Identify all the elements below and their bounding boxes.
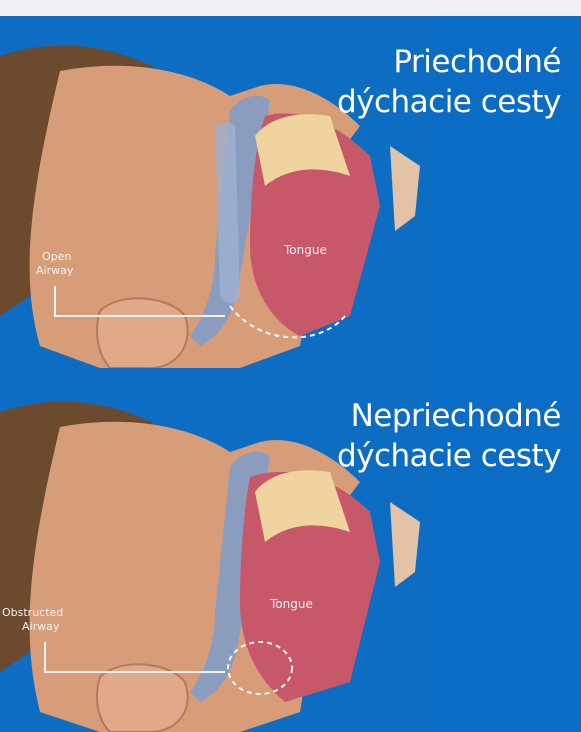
open-caption-line2: dýchacie cesty	[337, 82, 561, 122]
top-strip	[0, 0, 581, 16]
obstructed-airway-label-line1: Obstructed	[2, 606, 63, 619]
obstructed-caption-line1: Nepriechodné	[337, 396, 561, 436]
ear	[97, 298, 188, 368]
open-airway-label-line2: Airway	[36, 264, 74, 277]
obstructed-airway-caption: Nepriechodné dýchacie cesty	[337, 396, 561, 476]
obstructed-airway-label-line2: Airway	[22, 620, 60, 633]
open-caption-line1: Priechodné	[337, 42, 561, 82]
open-tongue-label: Tongue	[283, 243, 327, 257]
open-airway-caption: Priechodné dýchacie cesty	[337, 42, 561, 122]
ear	[97, 664, 188, 732]
obstructed-tongue-label: Tongue	[269, 597, 313, 611]
open-airway-label-line1: Open	[42, 250, 71, 263]
obstructed-caption-line2: dýchacie cesty	[337, 436, 561, 476]
